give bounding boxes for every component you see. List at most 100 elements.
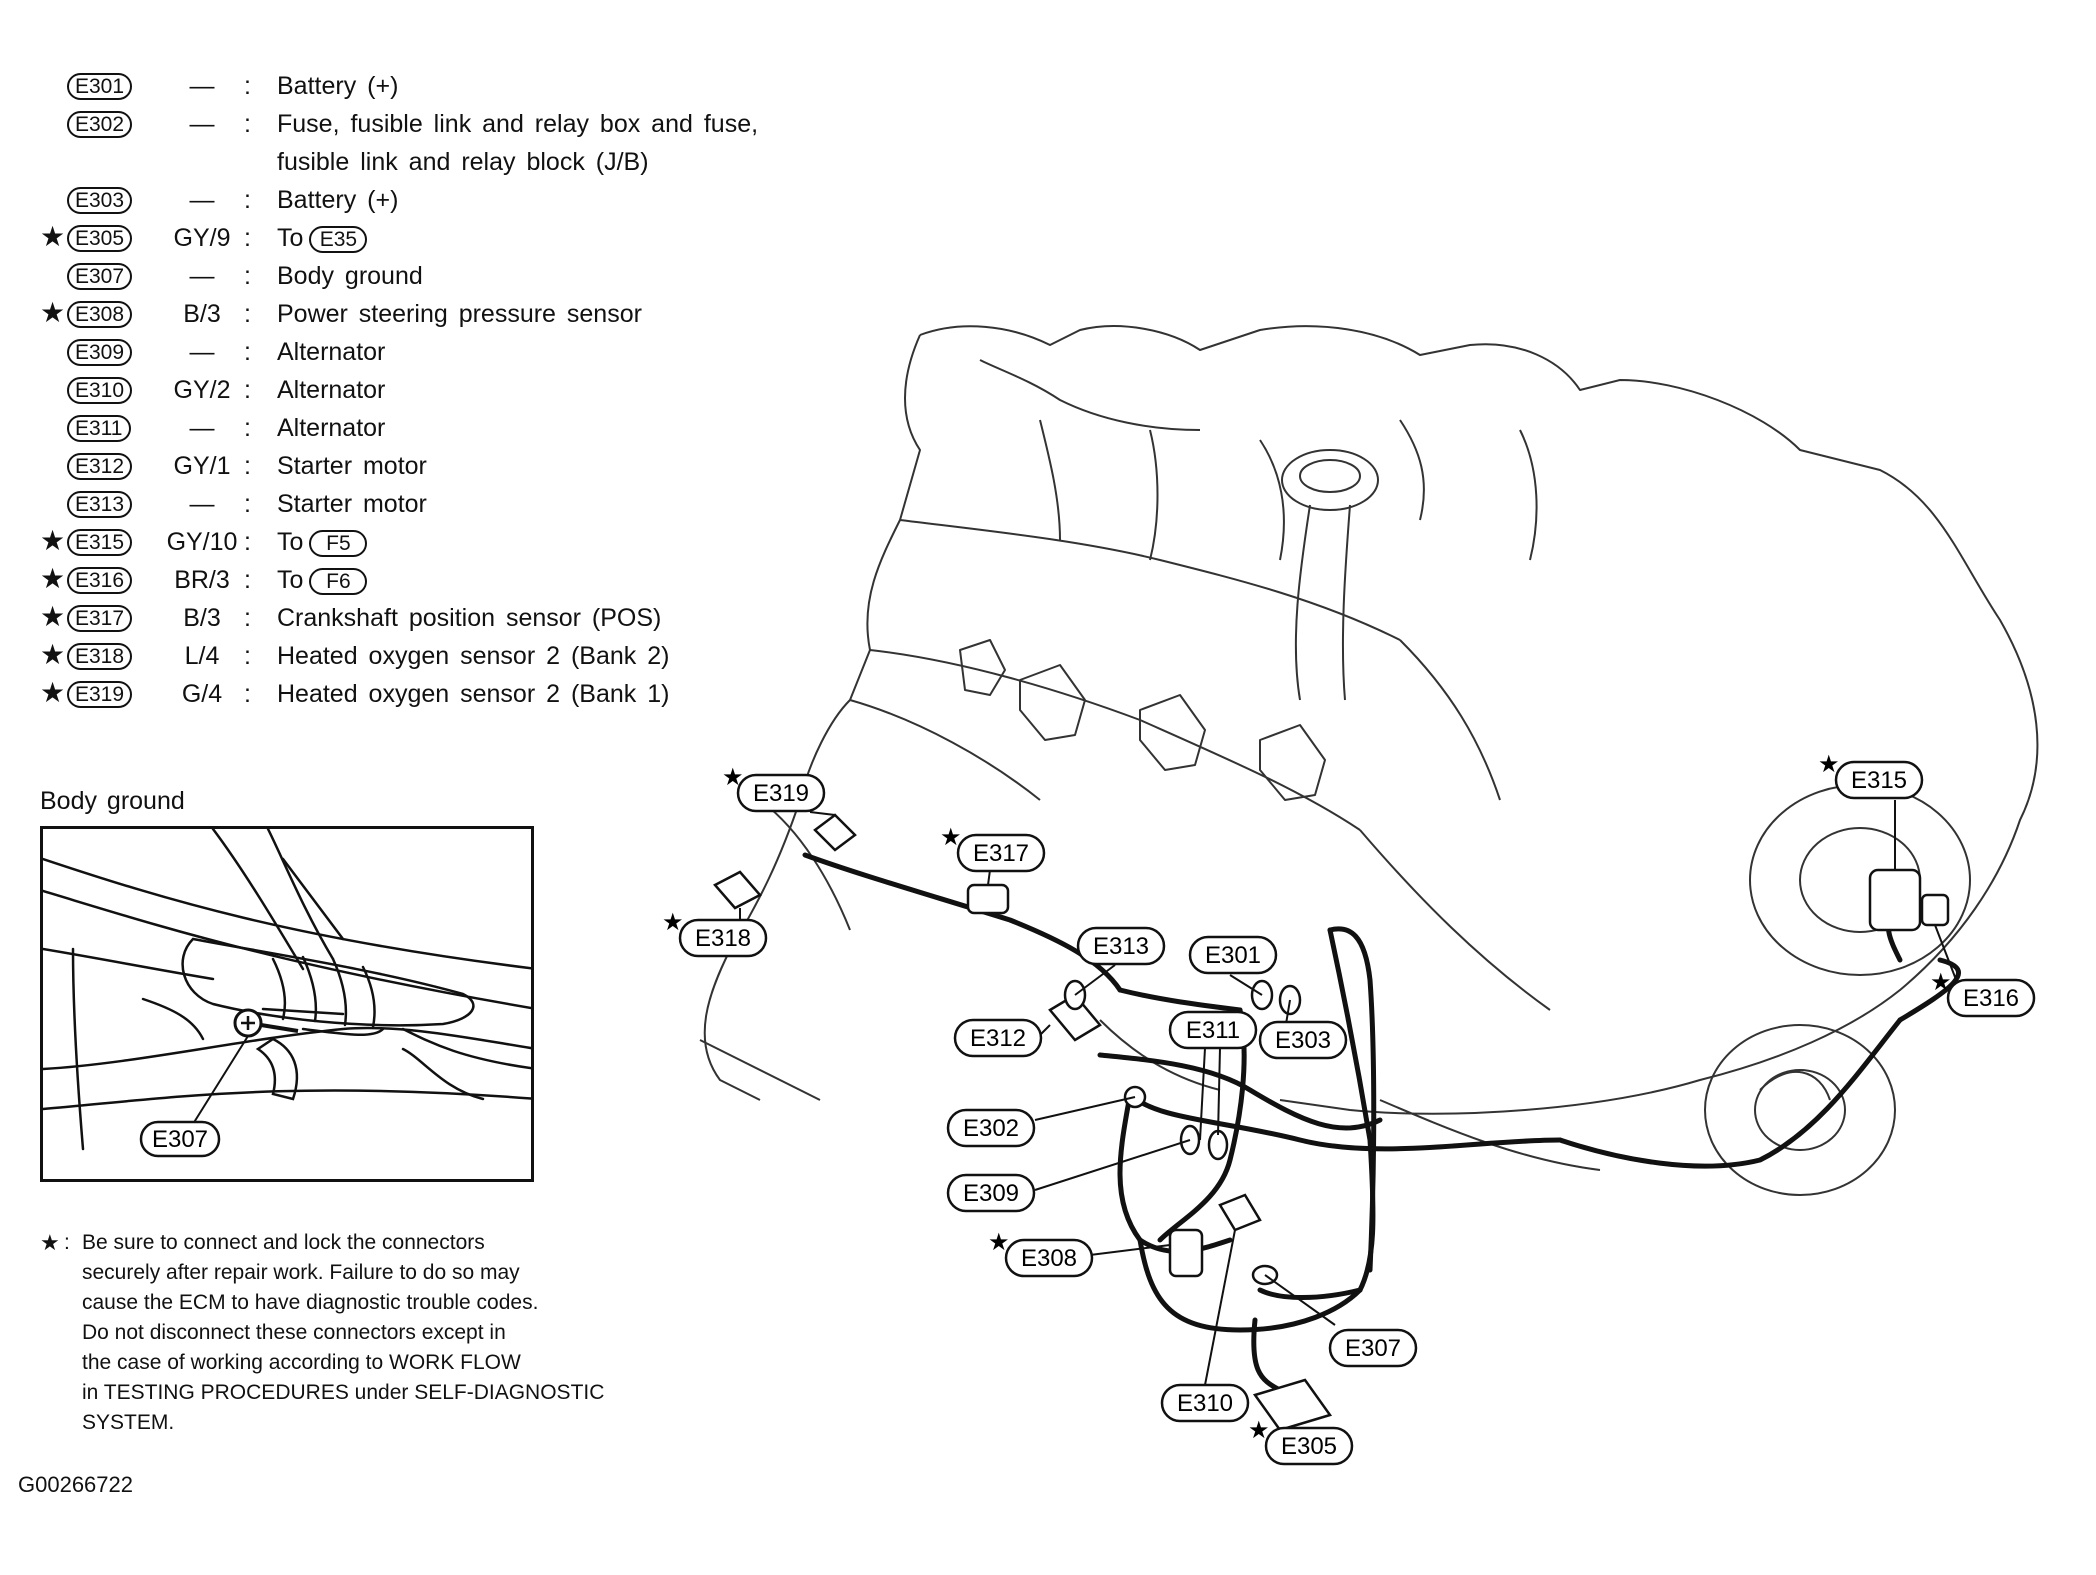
callout-label: E303 (1275, 1027, 1331, 1054)
legend-row-e308: ★ E308 B/3 : Power steering pressure sen… (40, 297, 860, 332)
separator: : (244, 528, 251, 556)
separator: : (244, 110, 251, 138)
connector-description: Battery (+) (277, 72, 399, 100)
connector-e319-body (813, 813, 857, 852)
terminal-e311 (1207, 1129, 1229, 1161)
legend-row-e319: ★ E319 G/4 : Heated oxygen sensor 2 (Ban… (40, 677, 860, 712)
star-icon: ★ (722, 764, 744, 791)
connector-code: E309 (67, 339, 133, 366)
wire-color: G/4 (181, 680, 223, 708)
wire-color: — (189, 338, 215, 366)
star-icon: ★ (40, 221, 66, 252)
legend-row-e311: E311 — : Alternator (40, 412, 860, 446)
connector-code: E302 (67, 111, 133, 138)
wire-color: GY/2 (173, 376, 231, 404)
leader-lines (739, 800, 1961, 1386)
callout-label: E301 (1205, 942, 1261, 969)
note-line: Be sure to connect and lock the connecto… (82, 1231, 485, 1254)
star-icon: ★ (662, 909, 684, 936)
to-text: To (277, 566, 304, 594)
star-icon: ★ (940, 824, 962, 851)
wire-color: — (189, 414, 215, 442)
connector-code: E312 (67, 453, 133, 480)
callout-label: E308 (1021, 1245, 1077, 1272)
legend-row-e309: E309 — : Alternator (40, 336, 860, 370)
callout-e311: E311 (1168, 1010, 1258, 1050)
connector-code: E301 (67, 73, 133, 100)
connector-shapes (713, 813, 1950, 1432)
separator: : (64, 1231, 70, 1254)
callout-label: E311 (1186, 1017, 1240, 1044)
callout-e317: ★ E317 (940, 824, 1046, 873)
separator: : (244, 566, 251, 594)
wire-color: L/4 (184, 642, 220, 670)
legend-row-e303: E303 — : Battery (+) (40, 184, 860, 218)
wire-color: — (189, 110, 215, 138)
connector-description: Starter motor (277, 452, 427, 480)
connector-e310-body (1218, 1193, 1262, 1232)
separator: : (244, 186, 251, 214)
legend-row-e301: E301 — : Battery (+) (40, 70, 860, 104)
connector-description: Crankshaft position sensor (POS) (277, 604, 662, 632)
callout-e310: E310 (1160, 1383, 1250, 1423)
star-icon: ★ (1248, 1417, 1270, 1444)
connector-description: Alternator (277, 414, 386, 442)
body-ground-inset: E307 (40, 826, 534, 1182)
note-line: securely after repair work. Failure to d… (82, 1261, 520, 1284)
legend-row-e310: E310 GY/2 : Alternator (40, 374, 860, 408)
star-icon: ★ (40, 525, 66, 556)
callout-e309: E309 (946, 1173, 1036, 1213)
star-icon: ★ (1930, 969, 1952, 996)
callout-label: E312 (970, 1025, 1026, 1052)
note-line: Do not disconnect these connectors excep… (82, 1321, 506, 1344)
connector-code: E310 (67, 377, 133, 404)
wire-color: — (189, 262, 215, 290)
callout-e305: ★ E305 (1248, 1417, 1354, 1466)
connector-code: E316 (67, 567, 133, 594)
separator: : (244, 224, 251, 252)
connector-description: Fuse, fusible link and relay box and fus… (277, 110, 759, 138)
callout-e316: ★ E316 (1930, 969, 2036, 1018)
callout-label: E313 (1093, 933, 1149, 960)
star-icon: ★ (988, 1229, 1010, 1256)
connector-description: Starter motor (277, 490, 427, 518)
callout-e303: E303 (1258, 1020, 1348, 1060)
legend-row-e312: E312 GY/1 : Starter motor (40, 450, 860, 484)
legend-row-e302: E302 — : Fuse, fusible link and relay bo… (40, 108, 860, 142)
callout-e315: ★ E315 (1818, 751, 1924, 800)
star-icon: ★ (40, 563, 66, 594)
separator: : (244, 490, 251, 518)
callout-e307-label: E307 (152, 1126, 208, 1153)
connector-description: Body ground (277, 262, 423, 290)
legend-row-e317: ★ E317 B/3 : Crankshaft position sensor … (40, 601, 860, 636)
wire-color: — (189, 72, 215, 100)
target-connector: E35 (309, 225, 368, 253)
wire-harness (802, 852, 1961, 1393)
connector-code: E303 (67, 187, 133, 214)
connector-code: E319 (67, 681, 133, 708)
wire-color: GY/9 (173, 224, 231, 252)
note-line: cause the ECM to have diagnostic trouble… (82, 1291, 539, 1314)
connector-description: Heated oxygen sensor 2 (Bank 1) (277, 680, 670, 708)
wire-color: B/3 (183, 604, 221, 632)
connector-description: Battery (+) (277, 186, 399, 214)
connector-code: E311 (67, 415, 131, 442)
legend-row-e318: ★ E318 L/4 : Heated oxygen sensor 2 (Ban… (40, 639, 860, 674)
connector-description: Power steering pressure sensor (277, 300, 642, 328)
callout-label: E309 (963, 1180, 1019, 1207)
callout-label: E319 (753, 780, 809, 807)
target-connector: F6 (309, 567, 368, 595)
connector-code: E318 (67, 643, 133, 670)
connector-code: E317 (67, 605, 133, 632)
wire-color: GY/1 (173, 452, 231, 480)
separator: : (244, 642, 251, 670)
callout-label: E302 (963, 1115, 1019, 1142)
callout-e301: E301 (1188, 935, 1278, 975)
callout-e307-bubble (139, 1120, 221, 1158)
separator: : (244, 262, 251, 290)
callout-e307: E307 (1328, 1328, 1418, 1368)
star-icon: ★ (40, 1230, 60, 1255)
